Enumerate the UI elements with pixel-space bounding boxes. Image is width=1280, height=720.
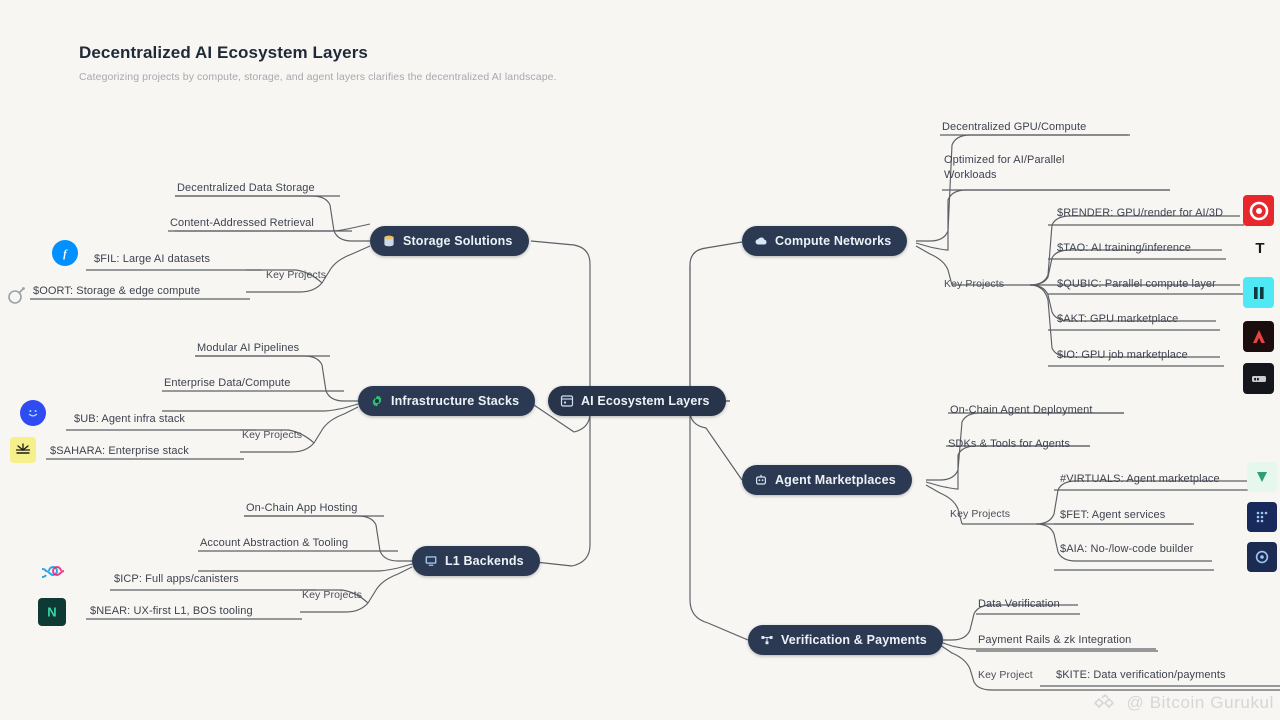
key-projects-label-infrastructure: Key Projects xyxy=(242,429,303,441)
leaf-infrastructure-1: Enterprise Data/Compute xyxy=(164,377,291,389)
svg-text:N: N xyxy=(47,605,56,620)
gear-icon xyxy=(369,393,384,408)
leaf-compute-0: Decentralized GPU/Compute xyxy=(942,121,1087,133)
robot-icon xyxy=(753,472,768,487)
key-projects-label-agents: Key Projects xyxy=(950,508,1011,520)
akash-icon xyxy=(1243,321,1274,352)
key-projects-label-l1: Key Projects xyxy=(302,589,363,601)
leaf-storage-1: Content-Addressed Retrieval xyxy=(170,217,314,229)
svg-text:f: f xyxy=(63,248,68,260)
project-compute-1: $TAO: AI training/inference xyxy=(1057,242,1191,254)
project-agents-2: $AIA: No-/low-code builder xyxy=(1060,543,1194,555)
svg-text:T: T xyxy=(1255,240,1264,257)
key-projects-label-storage: Key Projects xyxy=(266,269,327,281)
branch-label-agents: Agent Marketplaces xyxy=(775,472,896,487)
project-storage-0: $FIL: Large AI datasets xyxy=(94,253,211,265)
project-l1-0: $ICP: Full apps/canisters xyxy=(114,573,239,585)
project-agents-0: #VIRTUALS: Agent marketplace xyxy=(1060,473,1220,485)
center-node[interactable]: AI Ecosystem Layers xyxy=(548,386,726,416)
ionet-icon xyxy=(1243,363,1274,394)
leaf-agents-0: On-Chain Agent Deployment xyxy=(950,404,1093,416)
leaf-verification-1: Payment Rails & zk Integration xyxy=(978,634,1132,646)
branch-label-infrastructure: Infrastructure Stacks xyxy=(391,393,520,408)
leaf-l1-1: Account Abstraction & Tooling xyxy=(200,537,349,549)
leaf-compute-1: Optimized for AI/Parallel Workloads xyxy=(944,154,1065,181)
near-icon: N xyxy=(38,598,66,626)
project-compute-0: $RENDER: GPU/render for AI/3D xyxy=(1057,207,1224,219)
sahara-icon xyxy=(10,437,36,463)
project-agents-1: $FET: Agent services xyxy=(1060,509,1166,521)
project-l1-1: $NEAR: UX-first L1, BOS tooling xyxy=(90,605,253,617)
leaf-verification-0: Data Verification xyxy=(978,598,1060,610)
project-compute-2: $QUBIC: Parallel compute layer xyxy=(1057,278,1216,290)
fetchai-icon xyxy=(1247,502,1277,532)
bittensor-icon: T xyxy=(1247,235,1273,261)
branch-node-compute-networks[interactable]: Compute Networks xyxy=(742,226,908,256)
branch-label-l1: L1 Backends xyxy=(445,553,524,568)
layers-icon xyxy=(559,393,574,408)
unibase-icon xyxy=(20,400,46,426)
project-infrastructure-0: $UB: Agent infra stack xyxy=(74,413,186,425)
network-icon xyxy=(759,632,774,647)
branch-node-agent-marketplaces[interactable]: Agent Marketplaces xyxy=(742,465,912,495)
branch-node-storage-solutions[interactable]: Storage Solutions xyxy=(370,226,529,256)
key-project-label-verification: Key Project xyxy=(978,669,1033,681)
cloud-icon xyxy=(753,233,768,248)
server-icon xyxy=(423,553,438,568)
branch-node-l1-backends[interactable]: L1 Backends xyxy=(412,546,540,576)
diamond-logo-icon xyxy=(1090,692,1120,714)
leaf-l1-0: On-Chain App Hosting xyxy=(246,502,358,514)
center-node-label: AI Ecosystem Layers xyxy=(581,393,710,408)
virtuals-icon xyxy=(1247,462,1277,492)
qubic-icon xyxy=(1243,277,1274,308)
render-icon xyxy=(1243,195,1274,226)
aia-icon xyxy=(1247,542,1277,572)
branch-node-verification-payments[interactable]: Verification & Payments xyxy=(748,625,943,655)
page-title: Decentralized AI Ecosystem Layers xyxy=(79,43,368,62)
project-compute-3: $AKT: GPU marketplace xyxy=(1057,313,1179,325)
leaf-storage-0: Decentralized Data Storage xyxy=(177,182,315,194)
branch-label-storage: Storage Solutions xyxy=(403,233,513,248)
watermark-text: @ Bitcoin Gurukul xyxy=(1126,693,1274,712)
header: Decentralized AI Ecosystem Layers Catego… xyxy=(79,43,557,83)
oort-icon xyxy=(4,283,30,309)
leaf-agents-1: SDKs & Tools for Agents xyxy=(948,438,1070,450)
branch-node-infrastructure-stacks[interactable]: Infrastructure Stacks xyxy=(358,386,536,416)
project-compute-4: $IO: GPU job marketplace xyxy=(1057,349,1188,361)
page-subtitle: Categorizing projects by compute, storag… xyxy=(79,71,557,83)
project-storage-1: $OORT: Storage & edge compute xyxy=(33,285,201,297)
internet-computer-icon xyxy=(42,558,68,584)
project-verification-0: $KITE: Data verification/payments xyxy=(1056,669,1226,681)
project-infrastructure-1: $SAHARA: Enterprise stack xyxy=(50,445,189,457)
key-projects-label-compute: Key Projects xyxy=(944,278,1005,290)
branch-label-verification: Verification & Payments xyxy=(781,632,927,647)
watermark: @ Bitcoin Gurukul xyxy=(1090,692,1274,714)
branch-label-compute: Compute Networks xyxy=(775,233,892,248)
leaf-infrastructure-0: Modular AI Pipelines xyxy=(197,342,300,354)
filecoin-icon: f xyxy=(52,240,78,266)
database-icon xyxy=(381,233,396,248)
